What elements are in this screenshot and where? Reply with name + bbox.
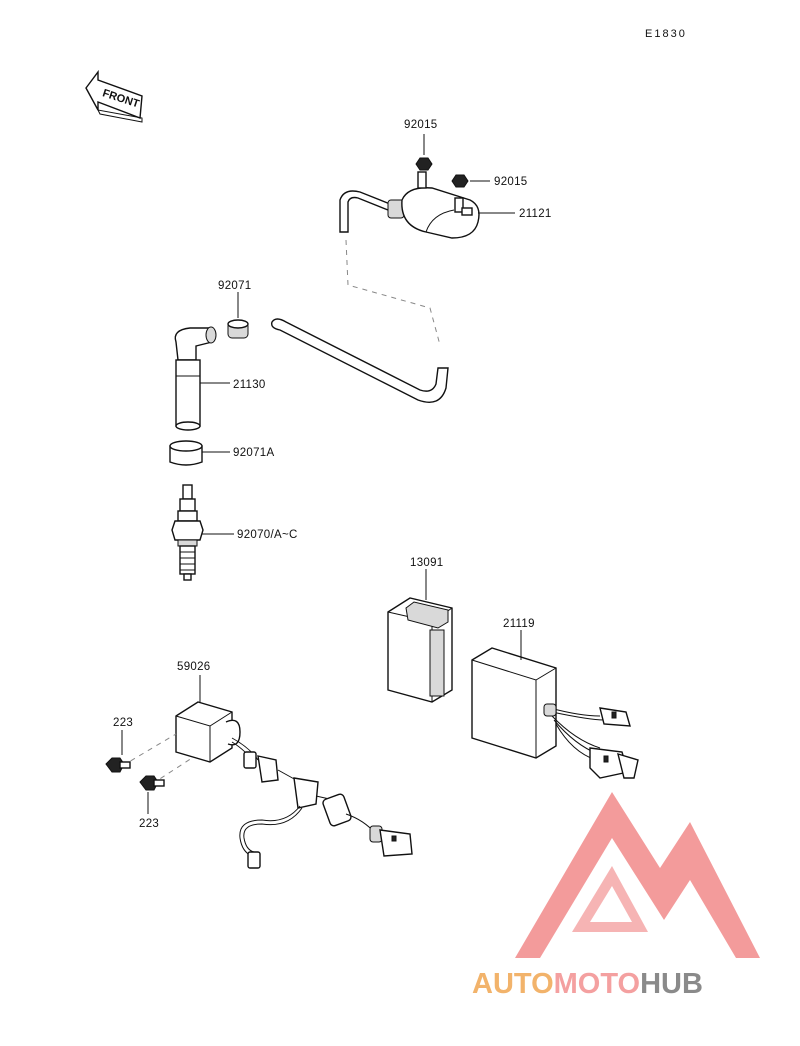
diagram-code: E1830 — [645, 28, 687, 40]
nut-92015-right — [451, 174, 469, 188]
label-21119: 21119 — [503, 618, 535, 630]
label-21130: 21130 — [233, 379, 266, 391]
label-92071A: 92071A — [233, 447, 274, 459]
high-tension-cable — [270, 318, 449, 403]
rubber-cap-92071A — [169, 440, 203, 466]
label-92015-top: 92015 — [404, 119, 437, 131]
nut-92015-top — [415, 157, 433, 171]
label-13091: 13091 — [410, 557, 443, 569]
regulator-59026 — [175, 701, 413, 869]
bolt-223-bottom — [139, 775, 165, 791]
front-arrow-icon: FRONT — [85, 69, 143, 123]
bolt-223-top — [105, 757, 131, 773]
brand-part-auto: AUTO — [472, 968, 554, 1000]
brand-part-moto: MOTO — [554, 968, 640, 1000]
cdi-unit-21119 — [471, 647, 639, 779]
brand-logo — [515, 792, 760, 958]
brand-part-hub: HUB — [640, 968, 703, 1000]
brand-logo-text: AUTOMOTOHUB — [472, 968, 703, 1000]
label-21121: 21121 — [519, 208, 552, 220]
label-223-bottom: 223 — [139, 818, 159, 830]
label-92070: 92070/A~C — [237, 529, 298, 541]
spark-plug-92070 — [171, 484, 204, 581]
label-92071: 92071 — [218, 280, 251, 292]
label-92015-right: 92015 — [494, 176, 527, 188]
label-223-top: 223 — [113, 717, 133, 729]
cap-92071 — [227, 319, 249, 339]
cover-13091 — [387, 597, 453, 703]
label-59026: 59026 — [177, 661, 210, 673]
plug-cap-21130 — [174, 326, 217, 431]
ignition-coil-part — [339, 171, 480, 346]
